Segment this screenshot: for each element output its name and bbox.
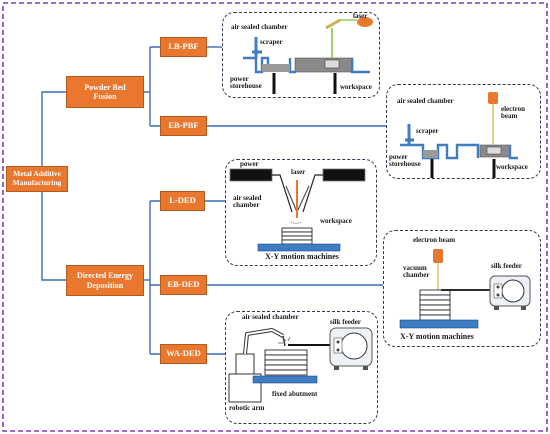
eb-pbf-storehouse-label: power storehouse (389, 153, 421, 169)
method-box-wa-ded: WA-DED (160, 344, 207, 364)
eb-ded-feeder-label: silk feeder (491, 262, 522, 270)
lb-pbf-chamber-label: air sealed chamber (231, 23, 288, 31)
lb-mirror (325, 18, 341, 30)
eb-storehouse-powder (423, 150, 438, 158)
eb-ded-deposited-layers (419, 289, 451, 321)
eb-ded-panel (383, 230, 541, 347)
l-ded-workspace-label: workspace (320, 217, 352, 225)
wa-ded-arc-sparks (278, 336, 291, 344)
wa-ded-panel (225, 311, 378, 424)
method-box-l-ded: L-DED (160, 191, 205, 211)
wa-ded-abutment-label: fixed abutment (272, 390, 318, 398)
wa-ded-foot-right (363, 366, 368, 370)
eb-pbf-chamber-label: air sealed chamber (397, 97, 454, 105)
l-ded-power-label: power (240, 160, 259, 168)
eb-ded-chamber-label: vacuum chamber (403, 264, 430, 280)
wa-ded-feeder-guide (333, 337, 343, 354)
lb-pbf-illustration (243, 17, 373, 94)
lb-pbf-laser-label: laser (353, 12, 368, 20)
eb-pbf-illustration (400, 92, 518, 178)
method-box-eb-pbf: EB-PBF (160, 116, 207, 136)
wa-ded-roller-top (336, 340, 340, 344)
eb-ded-motion-table (399, 319, 479, 329)
root-box: Metal Additive Manufacturing (6, 166, 68, 192)
lb-pbf-storehouse-label: power storehouse (230, 75, 262, 91)
method-box-lb-pbf: LB-PBF (160, 37, 207, 57)
l-ded-spray (290, 221, 302, 225)
lb-part (324, 59, 340, 69)
eb-part (486, 146, 502, 155)
l-ded-motion-table (257, 243, 341, 252)
lb-pbf-workspace-label: workspace (340, 83, 372, 91)
wa-ded-abutment-plate (252, 375, 318, 384)
wa-ded-chamber-label: air sealed chamber (242, 313, 299, 321)
eb-pbf-workspace-label: workspace (496, 163, 528, 171)
connector-root-pbf (41, 91, 66, 166)
wa-ded-deposited-layers (264, 349, 308, 376)
eb-pbf-panel (386, 84, 541, 179)
eb-ded-feeder-guide (493, 283, 503, 299)
l-ded-machines-label: X-Y motion machines (265, 252, 339, 261)
lb-scraper (252, 37, 262, 58)
eb-ded-roller-top (496, 285, 500, 289)
l-ded-laser-label: laser (291, 168, 306, 176)
eb-pistons (430, 159, 496, 178)
l-ded-nozzle-feeds (272, 174, 323, 213)
robot-arm-highlight (244, 329, 284, 355)
lb-pbf-panel (222, 12, 380, 98)
eb-scraper (405, 124, 414, 145)
eb-ded-foot-right (521, 306, 526, 310)
category-box-ded: Directed Energy Deposition (66, 265, 144, 296)
connector-root-ded (41, 192, 66, 281)
category-box-pbf: Powder Bed Fusion (66, 76, 144, 108)
eb-ded-foot-left (494, 306, 499, 310)
l-ded-chamber-label: air sealed chamber (233, 194, 262, 210)
wa-ded-roller-bottom (336, 348, 340, 352)
eb-gun (488, 92, 498, 104)
lb-pbf-scraper-label: scraper (260, 38, 283, 46)
method-box-eb-ded: EB-DED (160, 275, 207, 295)
l-ded-panel (225, 159, 377, 266)
eb-pbf-beam-label: electron beam (501, 105, 525, 121)
connector-ded-methods (149, 200, 160, 355)
robot-torch (282, 335, 286, 347)
wa-ded-feeder-label: silk feeder (330, 318, 361, 326)
eb-ded-illustration (399, 249, 531, 329)
wa-ded-foot-left (334, 366, 339, 370)
l-ded-deposited-layers (281, 227, 313, 245)
connector-pbf-methods (144, 46, 160, 127)
eb-ded-gun (433, 249, 443, 263)
lb-pistons (272, 73, 337, 94)
eb-ded-beam-label: electron beam (413, 236, 456, 244)
wa-ded-illustration (228, 327, 373, 403)
eb-ded-roller-bottom (496, 293, 500, 297)
wa-ded-arm-label: robotic arm (229, 404, 265, 412)
lb-storehouse-powder (262, 64, 290, 72)
l-ded-illustration (229, 168, 366, 252)
tree-connectors (41, 46, 386, 355)
eb-ded-machines-label: X-Y motion machines (400, 332, 474, 341)
eb-pbf-scraper-label: scraper (416, 127, 439, 135)
